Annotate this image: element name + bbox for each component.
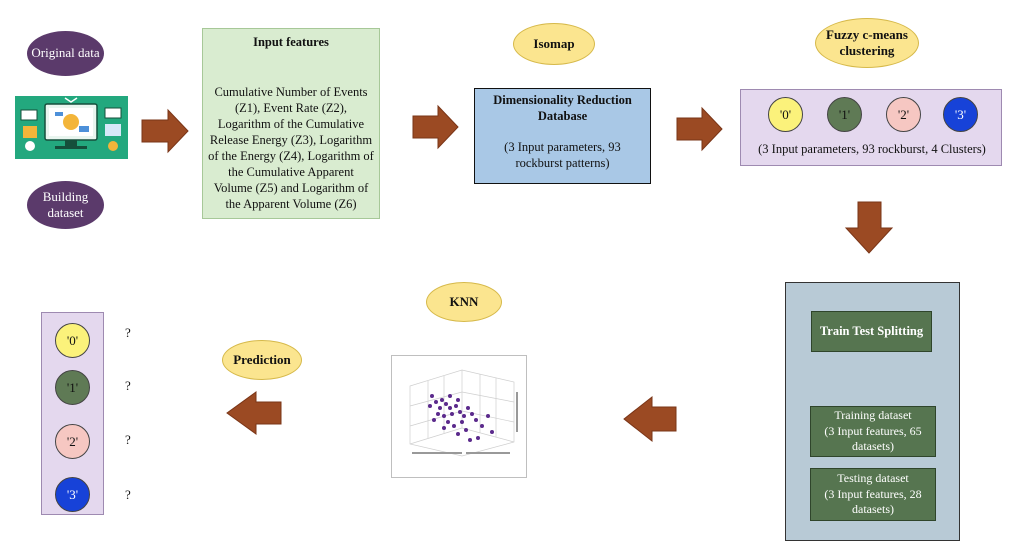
knn-3d-scatter-plot (391, 355, 527, 478)
question-mark-1: ? (125, 378, 131, 393)
cluster-3-circle: '3' (943, 97, 978, 132)
building-dataset-label: Building dataset (42, 188, 89, 220)
cluster-1-label: '1' (838, 106, 851, 122)
building-dataset-ellipse: Building dataset (27, 181, 104, 229)
prediction-label: Prediction (233, 351, 291, 367)
prediction-1-label: '1' (66, 379, 79, 395)
cluster-2-label: '2' (897, 106, 910, 122)
prediction-1-circle: '1' (55, 370, 90, 405)
knn-label: KNN (449, 293, 479, 309)
cluster-1-circle: '1' (827, 97, 862, 132)
computer-data-icon (20, 97, 122, 151)
question-mark-3: ? (125, 487, 131, 502)
input-features-body: Cumulative Number of Events (Z1), Event … (208, 85, 374, 211)
arrow-data-to-features (141, 108, 189, 154)
original-data-ellipse: Original data (27, 31, 104, 76)
arrow-knn-to-prediction (226, 391, 282, 435)
knn-ellipse: KNN (426, 282, 502, 322)
arrow-dr-to-fcm (676, 106, 723, 152)
dataset-illustration (15, 96, 128, 159)
prediction-classes-box: '0' '1' '2' '3' (41, 312, 104, 515)
isomap-label: Isomap (533, 35, 575, 51)
cluster-0-label: '0' (779, 106, 792, 122)
prediction-3-circle: '3' (55, 477, 90, 512)
prediction-0-circle: '0' (55, 323, 90, 358)
cluster-0-circle: '0' (768, 97, 803, 132)
testing-dataset-box: Testing dataset (3 Input features, 28 da… (810, 468, 936, 521)
training-dataset-box: Training dataset (3 Input features, 65 d… (810, 406, 936, 457)
question-mark-2: ? (125, 432, 131, 447)
train-test-splitting-title: Train Test Splitting (811, 311, 932, 352)
dimensionality-reduction-body: (3 Input parameters, 93 rockburst patter… (504, 140, 621, 170)
arrow-fcm-to-split (844, 201, 894, 254)
question-mark-0: ? (125, 325, 131, 340)
fuzzy-cmeans-ellipse: Fuzzy c-means clustering (815, 18, 919, 68)
fuzzy-cmeans-label: Fuzzy c-means clustering (826, 26, 908, 58)
dimensionality-reduction-title: Dimensionality Reduction Database (493, 93, 632, 123)
prediction-2-label: '2' (66, 433, 79, 449)
cluster-2-circle: '2' (886, 97, 921, 132)
train-test-split-box: Train Test Splitting Training dataset (3… (785, 282, 960, 541)
arrow-split-to-knn (623, 395, 677, 443)
input-features-title: Input features (253, 35, 329, 49)
prediction-3-label: '3' (66, 486, 79, 502)
clusters-caption: (3 Input parameters, 93 rockburst, 4 Clu… (758, 142, 986, 156)
scatter-3d-image (409, 369, 518, 457)
isomap-ellipse: Isomap (513, 23, 595, 65)
clusters-box: '0' '1' '2' '3' (3 Input parameters, 93 … (740, 89, 1002, 166)
dimensionality-reduction-box: Dimensionality Reduction Database (3 Inp… (474, 88, 651, 184)
prediction-2-circle: '2' (55, 424, 90, 459)
prediction-ellipse: Prediction (222, 340, 302, 380)
input-features-box: Input features Cumulative Number of Even… (202, 28, 380, 219)
arrow-features-to-dr (412, 104, 459, 150)
prediction-0-label: '0' (66, 332, 79, 348)
cluster-3-label: '3' (954, 106, 967, 122)
original-data-label: Original data (31, 45, 100, 61)
